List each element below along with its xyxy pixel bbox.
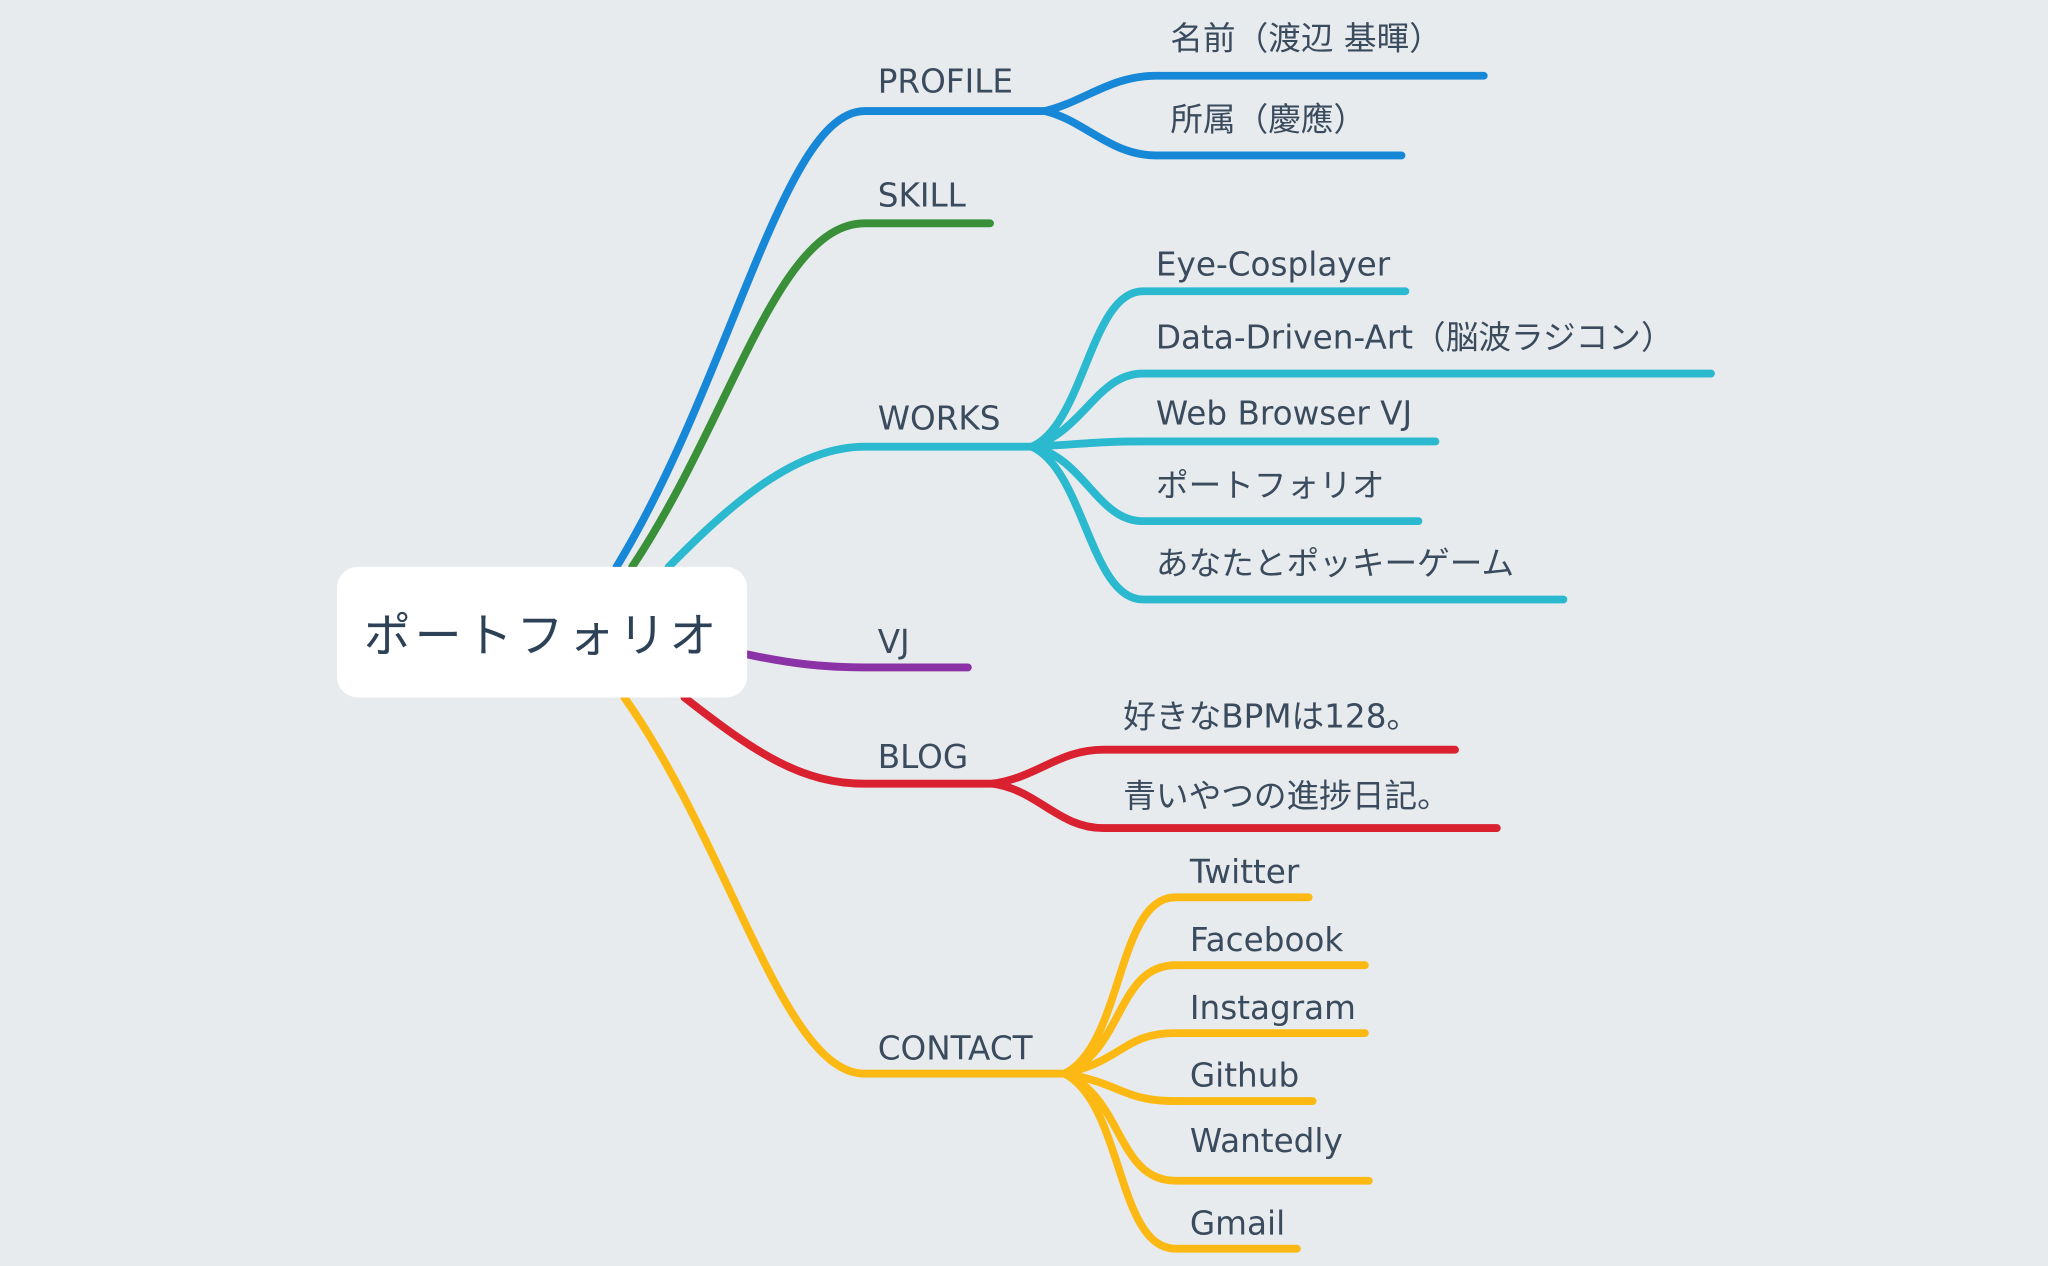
link-contact-facebook — [1060, 961, 1369, 1078]
link-works-vj — [1027, 437, 1440, 451]
link-profile-affiliation — [1040, 107, 1406, 160]
link-contact-gmail — [1060, 1069, 1301, 1253]
node-skill[interactable]: SKILL — [877, 176, 966, 215]
node-works-data-driven-art[interactable]: Data-Driven-Art（脳波ラジコン） — [1155, 318, 1674, 357]
node-works-pocky-game[interactable]: あなたとポッキーゲーム — [1155, 544, 1515, 583]
node-contact-github[interactable]: Github — [1189, 1056, 1300, 1095]
node-blog-bpm[interactable]: 好きなBPMは128。 — [1123, 697, 1420, 736]
link-profile — [612, 107, 1049, 571]
link-contact-instagram — [1060, 1029, 1369, 1078]
node-works-eye-cosplayer[interactable]: Eye-Cosplayer — [1155, 245, 1391, 284]
node-blog[interactable]: BLOG — [877, 737, 969, 776]
link-blog-bpm — [988, 745, 1459, 788]
link-works-dda — [1027, 369, 1715, 451]
node-profile-name[interactable]: 名前（渡辺 基暉） — [1170, 19, 1442, 58]
node-contact-gmail[interactable]: Gmail — [1189, 1204, 1286, 1243]
link-profile-name — [1040, 71, 1488, 115]
link-works-pocky — [1027, 442, 1568, 604]
link-works — [664, 442, 1036, 571]
node-works-portfolio[interactable]: ポートフォリオ — [1155, 466, 1385, 505]
link-contact-github — [1060, 1069, 1317, 1105]
link-vj — [743, 650, 972, 672]
node-works[interactable]: WORKS — [877, 399, 1001, 438]
link-works-eye — [1027, 287, 1410, 451]
node-contact-instagram[interactable]: Instagram — [1189, 988, 1356, 1027]
node-contact-wantedly[interactable]: Wantedly — [1189, 1121, 1343, 1160]
root-label: ポートフォリオ — [363, 609, 721, 664]
node-vj[interactable]: VJ — [877, 623, 910, 661]
link-blog-diary — [988, 779, 1501, 832]
node-works-web-browser-vj[interactable]: Web Browser VJ — [1155, 394, 1413, 433]
link-blog — [680, 693, 997, 788]
node-contact-twitter[interactable]: Twitter — [1189, 852, 1300, 891]
link-contact — [620, 693, 1069, 1078]
link-works-portfolio — [1027, 442, 1423, 526]
node-profile[interactable]: PROFILE — [877, 62, 1014, 101]
node-contact[interactable]: CONTACT — [877, 1029, 1033, 1068]
link-contact-twitter — [1060, 893, 1313, 1078]
node-blog-diary[interactable]: 青いやつの進捗日記。 — [1123, 777, 1450, 816]
node-contact-facebook[interactable]: Facebook — [1189, 920, 1344, 959]
node-profile-affiliation[interactable]: 所属（慶應） — [1170, 100, 1367, 139]
link-skill — [628, 219, 994, 571]
root-node[interactable]: ポートフォリオ — [336, 566, 748, 698]
